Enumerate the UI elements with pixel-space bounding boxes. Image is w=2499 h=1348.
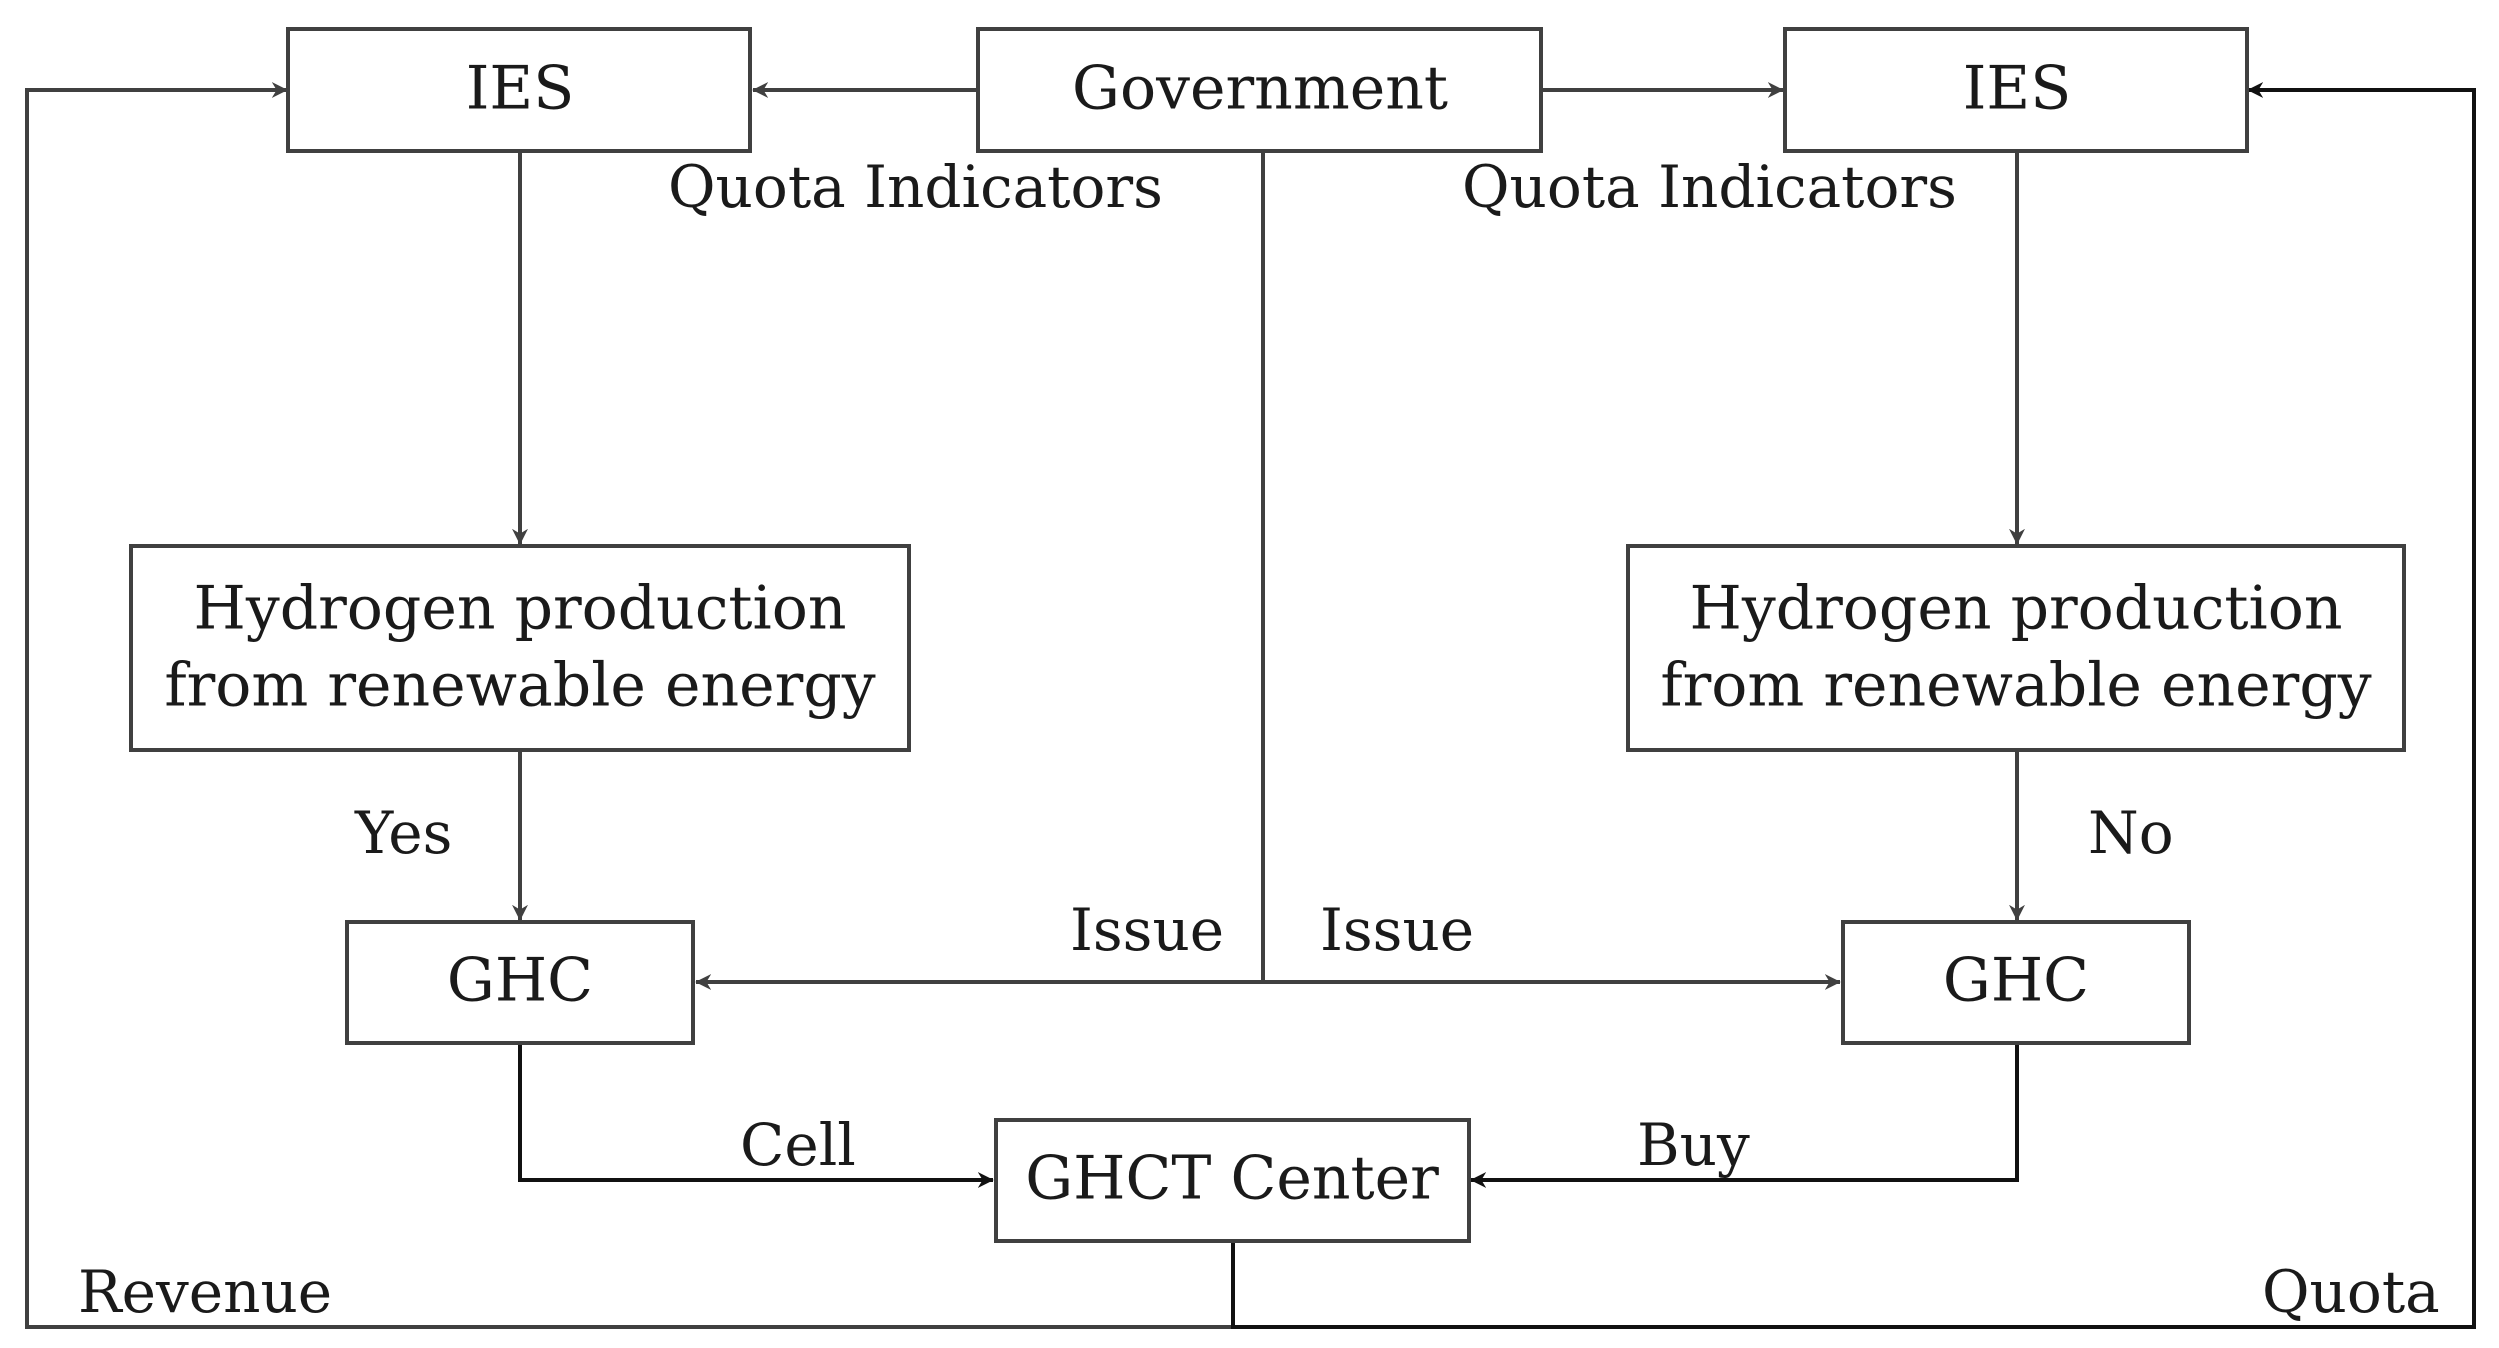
ghct-center-label: GHCT Center: [1025, 1144, 1439, 1214]
ies-left-box: IES: [286, 27, 752, 153]
ies-right-label: IES: [1963, 54, 2072, 124]
hydrogen-left-line-2: from renewable energy: [164, 651, 875, 721]
government-box: Government: [976, 27, 1543, 153]
ghc-right-label: GHC: [1943, 946, 2089, 1016]
ghct-center-box: GHCT Center: [994, 1118, 1471, 1243]
government-label: Government: [1072, 54, 1448, 124]
arrow-ghc-right-to-ghct-center: [1470, 1043, 2019, 1188]
ghc-right-box: GHC: [1841, 920, 2191, 1045]
quota-indicators-left-label: Quota Indicators: [668, 153, 1163, 221]
buy-label: Buy: [1637, 1111, 1750, 1179]
ies-right-box: IES: [1783, 27, 2249, 153]
issue-right-label: Issue: [1320, 896, 1474, 964]
revenue-label: Revenue: [78, 1258, 332, 1326]
issue-left-label: Issue: [1070, 896, 1224, 964]
ghc-left-label: GHC: [447, 946, 593, 1016]
hydrogen-left-line-1: Hydrogen production: [194, 574, 847, 644]
hydrogen-right-line-1: Hydrogen production: [1690, 574, 2343, 644]
quota-indicators-right-label: Quota Indicators: [1462, 153, 1957, 221]
hydrogen-left-box: Hydrogen production from renewable energ…: [129, 544, 911, 752]
cell-label: Cell: [740, 1111, 856, 1179]
arrow-ghc-left-to-ghct-center: [518, 1043, 994, 1188]
yes-label: Yes: [354, 799, 452, 867]
arrow-quota-to-ies-right: [1231, 82, 2476, 1329]
ies-left-label: IES: [466, 54, 575, 124]
hydrogen-right-box: Hydrogen production from renewable energ…: [1626, 544, 2406, 752]
ghc-left-box: GHC: [345, 920, 695, 1045]
quota-label: Quota: [2262, 1258, 2440, 1326]
hydrogen-right-line-2: from renewable energy: [1660, 651, 2371, 721]
no-label: No: [2088, 799, 2174, 867]
